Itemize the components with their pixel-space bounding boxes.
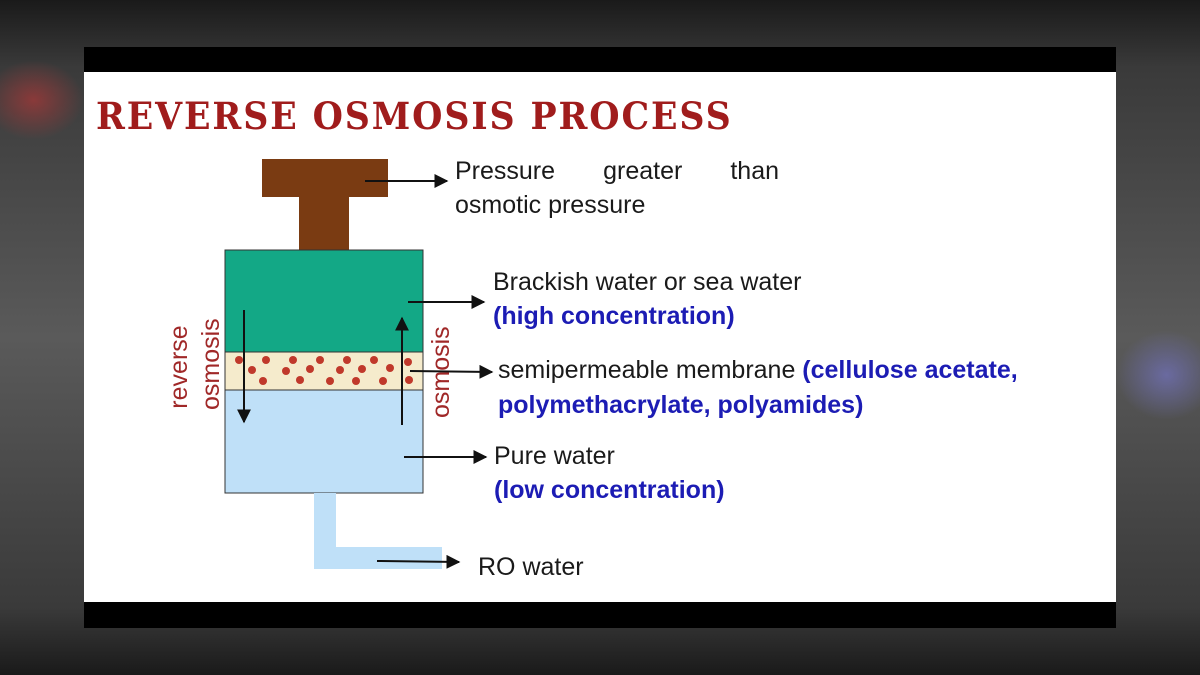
piston-rod xyxy=(299,197,349,250)
page-title: REVERSE OSMOSIS PROCESS xyxy=(96,94,733,138)
pure-water-label-line1: Pure water xyxy=(494,442,615,470)
membrane-arrow xyxy=(409,364,494,379)
reverse-label-left: reverse xyxy=(165,325,193,409)
membrane-label-plain: semipermeable membrane xyxy=(498,356,803,384)
pure-water-label-line2: (low concentration) xyxy=(494,476,725,504)
pure-water-chamber xyxy=(224,389,424,494)
membrane-label-line1: semipermeable membrane (cellulose acetat… xyxy=(498,353,1018,387)
membrane-label-materials: (cellulose acetate, xyxy=(802,356,1018,384)
brackish-label-line2: (high concentration) xyxy=(493,302,735,330)
pressure-label-line2: osmotic pressure xyxy=(455,191,646,219)
sea-water-chamber xyxy=(224,249,424,353)
background-blur-left xyxy=(0,60,84,140)
osmosis-label-left: osmosis xyxy=(197,318,225,410)
ro-water-label: RO water xyxy=(478,553,584,581)
background-blur-right xyxy=(1116,330,1200,420)
outlet-pipe xyxy=(314,493,442,569)
piston-handle xyxy=(262,159,388,197)
ro-water-arrow xyxy=(376,554,461,569)
brackish-label-line1: Brackish water or sea water xyxy=(493,268,802,296)
osmosis-label-right: osmosis xyxy=(427,326,455,418)
membrane-label-line2: polymethacrylate, polyamides) xyxy=(498,391,864,419)
membrane-particles xyxy=(235,356,413,385)
pressure-label-line1: Pressure greater than xyxy=(455,157,779,185)
